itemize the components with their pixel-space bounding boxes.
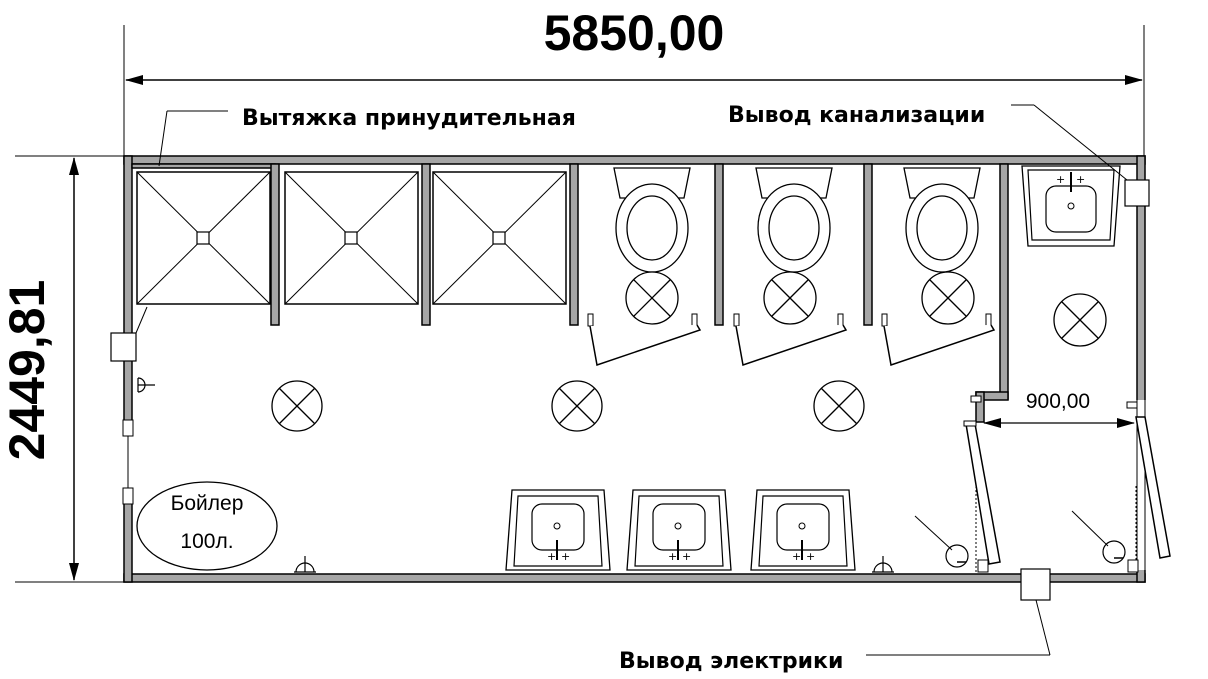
svg-text:+: + <box>561 550 570 563</box>
light-icon <box>813 380 865 432</box>
outer-walls <box>122 155 1146 583</box>
washbasin-icon: + + <box>1021 165 1121 247</box>
svg-text:+: + <box>682 550 691 563</box>
electrical-callout: Вывод электрики <box>619 568 1051 674</box>
svg-text:+: + <box>547 550 556 563</box>
svg-text:+: + <box>792 550 801 563</box>
light-icon <box>271 380 323 432</box>
sewage-box-icon <box>1124 179 1150 207</box>
door-width-dimension: 900,00 <box>983 390 1135 428</box>
svg-text:+: + <box>1056 173 1065 186</box>
washbasin-icon: + + <box>505 489 611 571</box>
light-icon <box>551 380 603 432</box>
length-dimension-text: 5850,00 <box>544 5 725 61</box>
svg-text:+: + <box>806 550 815 563</box>
socket-icon <box>137 377 155 393</box>
toilet-cabins <box>587 163 1009 400</box>
toilet-cabin-2 <box>733 163 873 366</box>
toilet-cabin-3 <box>881 163 1009 400</box>
washbasin-icon: + + <box>626 489 732 571</box>
socket-icon <box>872 556 894 573</box>
vestibule-walls <box>963 391 1171 573</box>
door-width-text: 900,00 <box>1026 390 1090 413</box>
svg-text:+: + <box>1076 173 1085 186</box>
toilet-cabin-1 <box>587 163 724 366</box>
light-icon <box>625 271 679 325</box>
sockets <box>137 377 894 573</box>
width-dimension-text: 2449,81 <box>0 280 55 461</box>
ceiling-lights <box>271 271 1107 432</box>
shower-cabin-1 <box>131 163 280 326</box>
ventilation-box-icon <box>110 332 137 362</box>
length-dimension: 5850,00 <box>123 5 1145 160</box>
shower-cabin-2 <box>284 163 431 326</box>
drain-icon <box>945 544 969 568</box>
svg-text:+: + <box>668 550 677 563</box>
washbasin-icon: + + <box>750 489 856 571</box>
light-icon <box>921 271 975 325</box>
shower-cabins <box>131 163 579 326</box>
boiler-label-line2: 100л. <box>180 530 233 553</box>
washbasins: + + + + + + + + <box>505 165 1121 571</box>
sewage-label: Вывод канализации <box>728 103 985 128</box>
sewage-callout: Вывод канализации <box>728 103 1150 207</box>
ventilation-callout: Вытяжка принудительная <box>110 106 576 362</box>
electrical-box-icon <box>1020 568 1051 601</box>
light-icon <box>763 271 817 325</box>
boiler: Бойлер 100л. <box>136 481 278 571</box>
drains <box>914 510 1126 568</box>
width-dimension: 2449,81 <box>0 155 124 583</box>
boiler-label-line1: Бойлер <box>171 492 244 515</box>
ventilation-label: Вытяжка принудительная <box>242 106 576 131</box>
shower-cabin-3 <box>432 163 579 326</box>
electrical-label: Вывод электрики <box>619 649 843 674</box>
light-icon <box>1053 293 1107 347</box>
socket-icon <box>294 556 316 573</box>
